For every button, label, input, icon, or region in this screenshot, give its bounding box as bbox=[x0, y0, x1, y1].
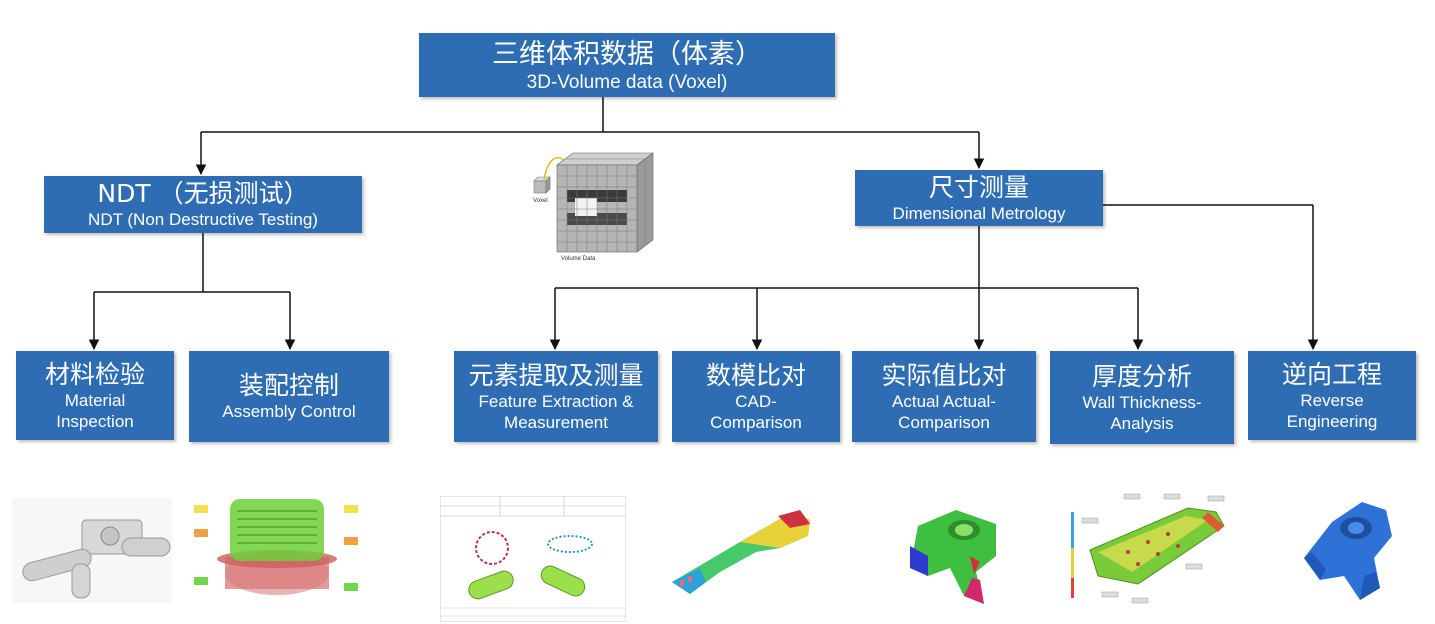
metrology-title-cn: 尺寸测量 bbox=[928, 172, 1029, 202]
voxel-cube-icon: Voxel Volume Data bbox=[533, 152, 654, 262]
metrology-title-en: Dimensional Metrology bbox=[892, 203, 1066, 223]
node-feature-extraction: 元素提取及测量 Feature Extraction & Measurement bbox=[454, 351, 658, 442]
node-title-en: Wall Thickness-Analysis bbox=[1082, 392, 1202, 433]
node-cad-comparison: 数模比对 CAD-Comparison bbox=[672, 351, 840, 442]
blue-scan-part-icon bbox=[1296, 492, 1396, 602]
node-title-cn: 厚度分析 bbox=[1091, 361, 1192, 391]
node-title-en: Material Inspection bbox=[56, 390, 134, 431]
node-material-inspection: 材料检验 Material Inspection bbox=[16, 351, 174, 440]
node-title-en: CAD-Comparison bbox=[710, 391, 802, 432]
node-title-en: Reverse Engineering bbox=[1286, 390, 1378, 431]
node-title-en: Feature Extraction & Measurement bbox=[478, 391, 634, 432]
node-title-cn: 装配控制 bbox=[238, 371, 339, 400]
node-title-cn: 材料检验 bbox=[44, 359, 145, 389]
node-wall-thickness: 厚度分析 Wall Thickness-Analysis bbox=[1050, 351, 1234, 444]
volume-data-label: Volume Data bbox=[561, 256, 596, 262]
node-title-cn: 数模比对 bbox=[705, 360, 806, 390]
assembly-ct-icon bbox=[192, 487, 362, 603]
node-title-cn: 实际值比对 bbox=[881, 360, 1007, 390]
bracket-deviation-icon bbox=[900, 496, 1010, 610]
node-assembly-control: 装配控制 Assembly Control bbox=[189, 351, 389, 442]
root-title-cn: 三维体积数据（体素） bbox=[492, 38, 762, 70]
root-node: 三维体积数据（体素） 3D-Volume data (Voxel) bbox=[419, 33, 835, 97]
node-title-cn: 逆向工程 bbox=[1281, 359, 1382, 389]
node-title-en: Assembly Control bbox=[222, 402, 356, 421]
ndt-title-en: NDT (Non Destructive Testing) bbox=[88, 210, 318, 229]
wall-thickness-plate-icon bbox=[1068, 488, 1238, 608]
root-title-en: 3D-Volume data (Voxel) bbox=[526, 71, 728, 93]
color-deviation-part-icon bbox=[660, 502, 820, 608]
measurement-report-icon bbox=[440, 496, 626, 622]
node-reverse-engineering: 逆向工程 Reverse Engineering bbox=[1248, 351, 1416, 440]
node-title-en: Actual Actual-Comparison bbox=[892, 391, 996, 432]
metrology-node: 尺寸测量 Dimensional Metrology bbox=[855, 170, 1103, 226]
node-actual-comparison: 实际值比对 Actual Actual-Comparison bbox=[852, 351, 1036, 442]
node-title-cn: 元素提取及测量 bbox=[468, 360, 644, 390]
ndt-node: NDT （无损测试） NDT (Non Destructive Testing) bbox=[44, 176, 362, 233]
voxel-label: Voxel bbox=[533, 198, 548, 204]
valve-part-grey-icon bbox=[12, 498, 172, 603]
ndt-title-cn: NDT （无损测试） bbox=[97, 179, 309, 208]
